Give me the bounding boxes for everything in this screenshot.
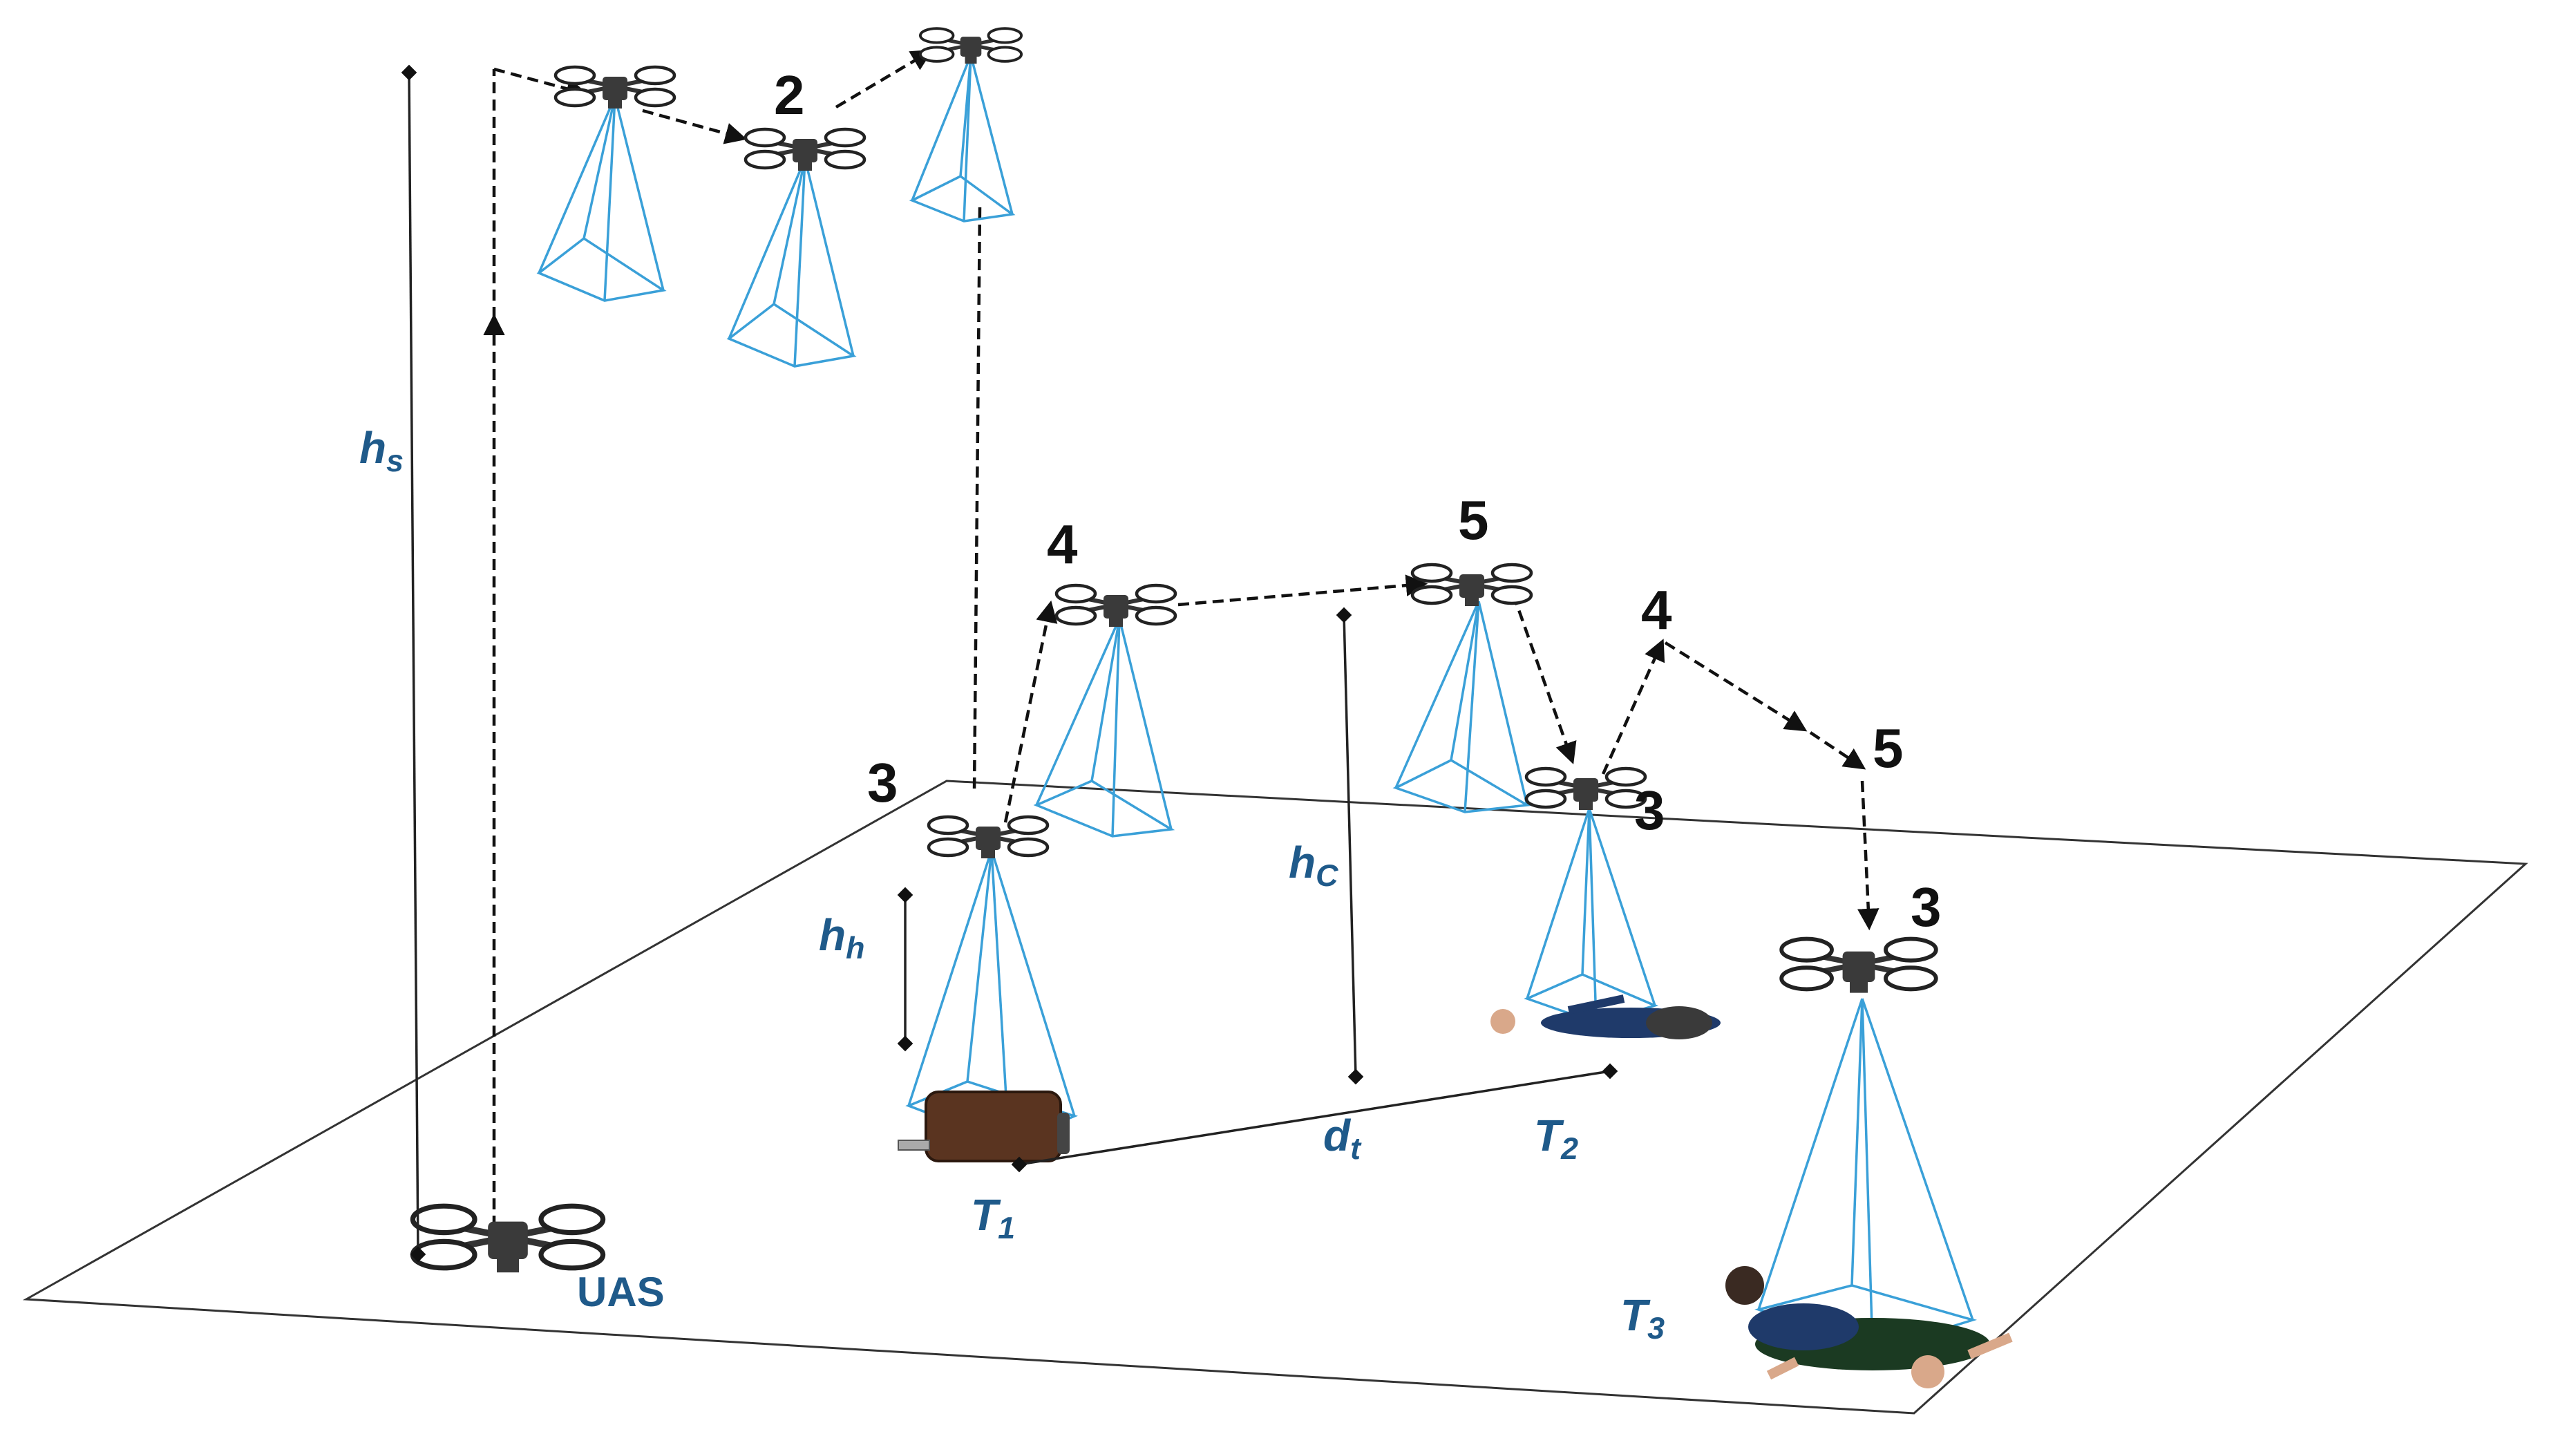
hs-label: hs (359, 423, 404, 478)
quadcopter-icon (556, 67, 674, 109)
camera-cone-t3-step3 (1754, 998, 1978, 1352)
camera-cone-s1 (536, 96, 667, 302)
quadcopter-icon (929, 817, 1048, 858)
uas-label: UAS (577, 1269, 665, 1315)
lying-person-icon (1725, 1266, 2013, 1388)
quadcopter-icon (920, 28, 1021, 64)
camera-cone-s2 (726, 158, 857, 368)
step-number: 2 (774, 64, 805, 126)
quadcopter-icon (413, 1206, 603, 1272)
step-number: 5 (1873, 717, 1904, 779)
quadcopter-icon (1526, 768, 1645, 810)
height-hc-indicator (1336, 607, 1364, 1085)
suitcase-icon (898, 1091, 1070, 1162)
step-number: 4 (1047, 513, 1078, 575)
step-number: 4 (1641, 579, 1672, 641)
lying-person-icon (1490, 994, 1721, 1039)
quadcopter-icon (1057, 585, 1175, 627)
camera-cone-t1-step4 (1033, 618, 1175, 838)
height-hh-indicator (897, 887, 913, 1052)
ground-plane (22, 780, 2528, 1415)
camera-cone-t1-step5 (1392, 601, 1531, 813)
distance-dt-indicator (1011, 1063, 1618, 1173)
hc-label: hC (1289, 838, 1338, 893)
height-hs-indicator (401, 64, 426, 1263)
quadcopter-icon (1412, 565, 1531, 606)
dt-label: dt (1323, 1111, 1362, 1166)
flight-path (483, 49, 1879, 1244)
t2-label: T2 (1534, 1111, 1578, 1166)
step-number: 3 (867, 752, 898, 813)
camera-cone-s3 (909, 55, 1016, 223)
step-number: 3 (1634, 780, 1665, 841)
t3-label: T3 (1620, 1290, 1665, 1346)
quadcopter-icon (1781, 939, 1936, 993)
hh-label: hh (819, 910, 864, 965)
quadcopter-icon (746, 129, 864, 171)
step-number: 5 (1458, 489, 1489, 551)
t1-label: T1 (971, 1190, 1015, 1245)
step-number: 3 (1911, 876, 1942, 938)
